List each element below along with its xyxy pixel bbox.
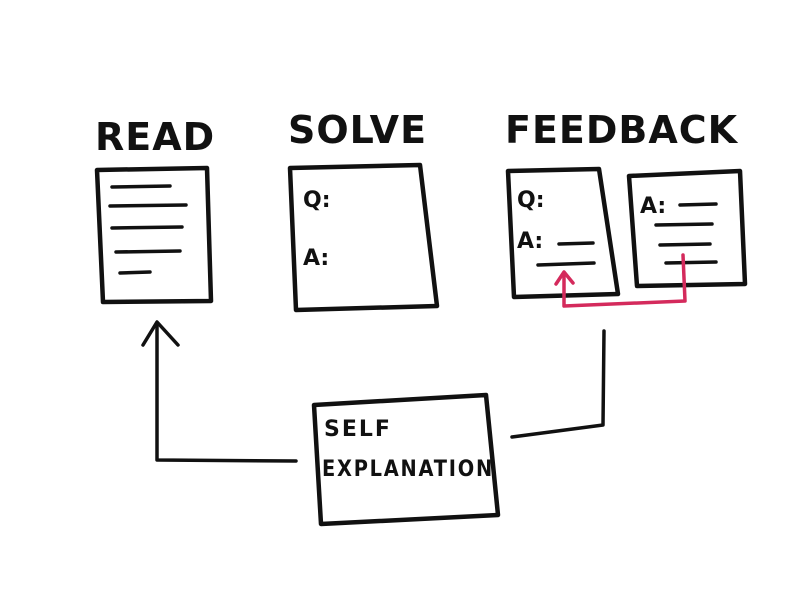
feedback-title: FEEDBACK [505,108,739,152]
solve-title: SOLVE [288,108,427,152]
solve-worksheet: Q: A: [287,162,440,313]
feedback-answer-label: A: [517,229,543,254]
self-explanation-box: SELF EXPLANATION [311,392,501,527]
feedback-question-label: Q: [517,188,545,213]
feedback-to-self-explanation-connector [510,329,606,439]
read-title: READ [95,115,215,159]
solve-question-label: Q: [303,188,331,213]
read-document [94,165,214,305]
feedback-model-answer-label: A: [640,194,666,219]
solve-answer-label: A: [303,246,329,271]
comparison-arrow [554,253,687,308]
self-explanation-line1: SELF [324,417,392,442]
feedback-answer-card: A: [626,168,748,289]
self-explanation-line2: EXPLANATION [322,457,494,482]
feedback-student-card: Q: A: [505,166,621,300]
self-explanation-to-read-arrow [141,320,298,463]
